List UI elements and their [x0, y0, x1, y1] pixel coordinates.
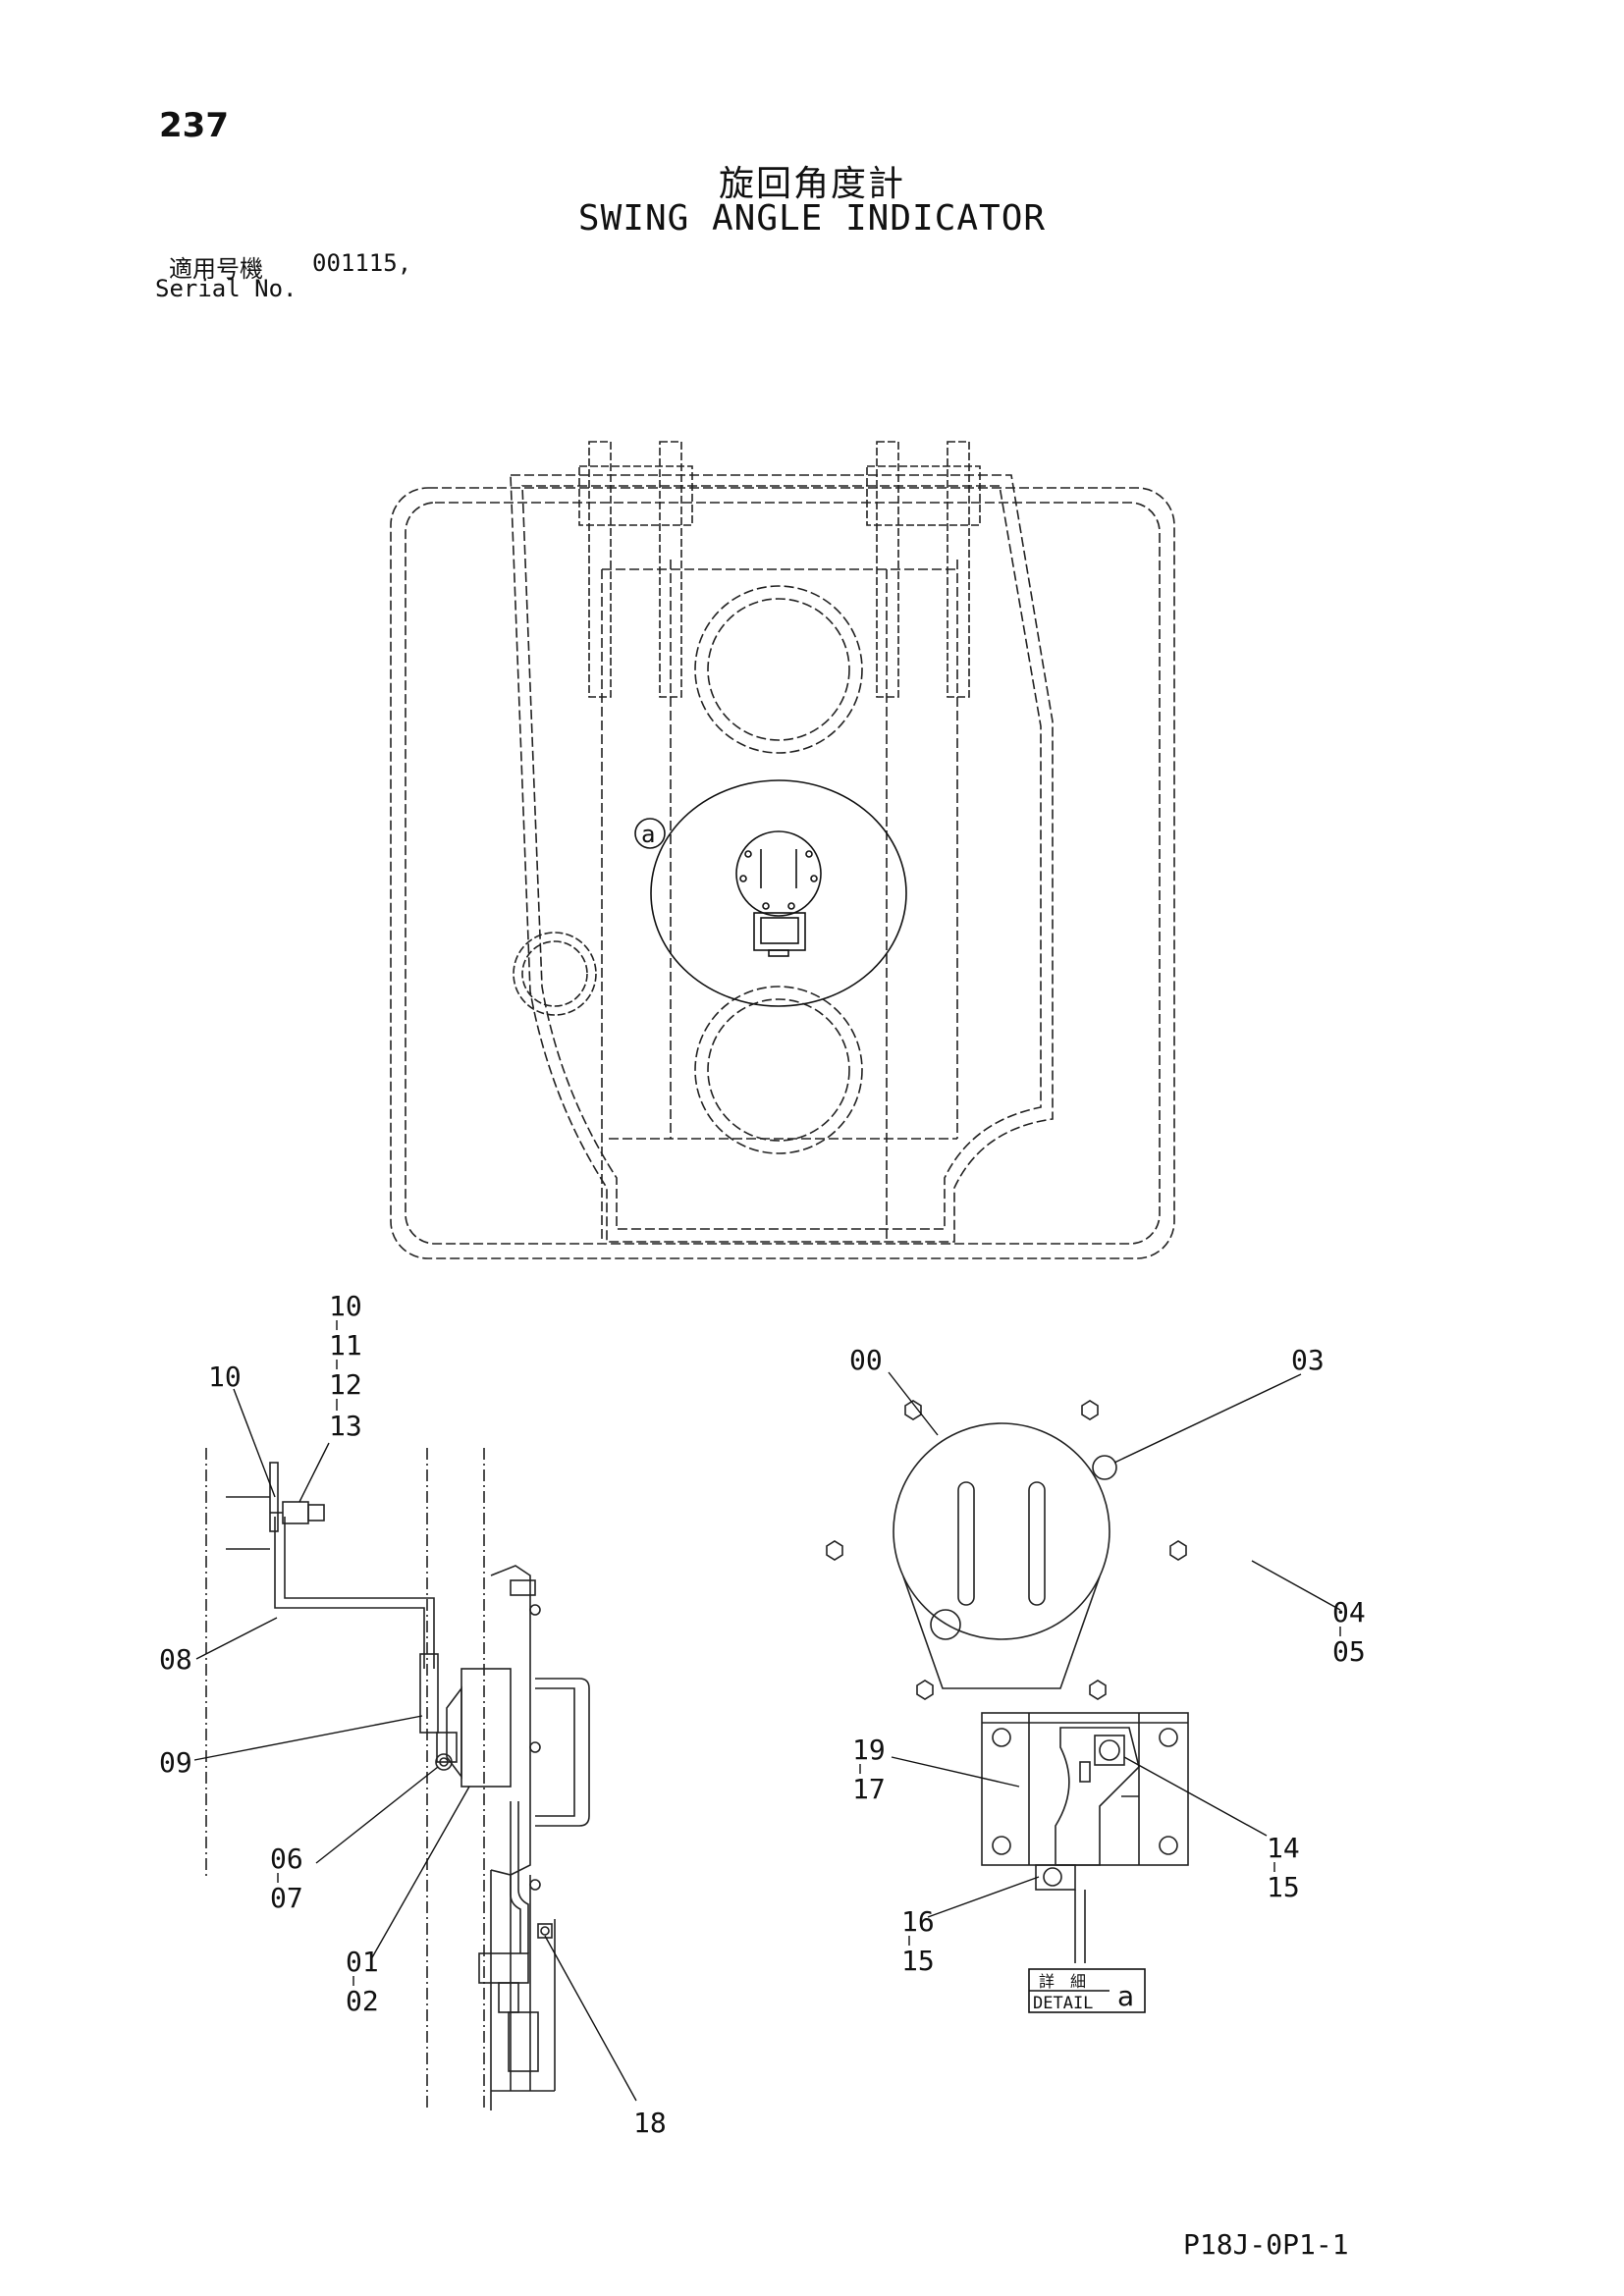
opening-small-outer — [513, 932, 597, 1016]
callout-14: 14 — [1267, 1832, 1300, 1864]
callout-06: 06 — [270, 1842, 303, 1875]
serial-label-english: Serial No. — [155, 275, 298, 302]
callout-labels: 10 11 12 13 10 08 09 06 07 01 02 18 00 0… — [159, 821, 1366, 2139]
callout-09: 09 — [159, 1746, 192, 1779]
detail-a-view — [826, 1400, 1189, 1963]
boom-bracket-2 — [659, 441, 682, 698]
center-frame-inner — [521, 485, 1042, 1230]
bolt-large — [930, 1609, 961, 1640]
boom-pin-right — [866, 465, 981, 526]
page-title-english: SWING ANGLE INDICATOR — [577, 198, 1047, 239]
callout-05: 05 — [1332, 1635, 1366, 1668]
callout-01: 01 — [346, 1946, 379, 1978]
callout-18: 18 — [633, 2107, 667, 2139]
housing-09 — [419, 1653, 439, 1734]
boom-bracket-1 — [588, 441, 612, 698]
callout-03: 03 — [1291, 1344, 1325, 1376]
page-title-japanese: 旋回角度計 — [718, 164, 905, 204]
opening-upper-inner — [707, 598, 850, 741]
base-bracket-19 — [981, 1712, 1189, 1866]
frame-outer — [390, 487, 1175, 1259]
slot-right — [1028, 1481, 1046, 1606]
page-number: 237 — [159, 106, 229, 145]
callout-10: 10 — [208, 1361, 242, 1393]
bolt-06 — [435, 1753, 453, 1771]
upper-structure-top-view — [390, 441, 1175, 1259]
side-view — [205, 1448, 590, 2110]
opening-lower-outer — [694, 986, 863, 1154]
callout-00: 00 — [849, 1344, 883, 1376]
detail-label-jp: 詳 細 — [1039, 1972, 1086, 1991]
housing-flange — [460, 1668, 512, 1788]
callout-19: 19 — [852, 1734, 886, 1766]
detail-label-marker: a — [1117, 1980, 1134, 2012]
callout-12: 12 — [329, 1368, 362, 1401]
slot-left — [957, 1481, 975, 1606]
callout-08: 08 — [159, 1643, 192, 1676]
callout-11: 11 — [329, 1329, 362, 1362]
connector — [478, 1952, 529, 1984]
bracket-08 — [274, 1517, 435, 1669]
leader-lines — [193, 1371, 1341, 2102]
callout-15: 15 — [1267, 1871, 1300, 1903]
serial-label-japanese: 適用号機 — [169, 255, 263, 283]
boom-bracket-4 — [947, 441, 970, 698]
indicator-body — [446, 1685, 462, 1780]
bolt-03 — [1092, 1455, 1117, 1480]
callout-02: 02 — [346, 1985, 379, 2017]
clip-18 — [537, 1923, 553, 1939]
detail-a-marker: a — [641, 821, 655, 848]
opening-upper-outer — [694, 585, 863, 754]
bolt-10 — [270, 1501, 325, 1524]
callout-10-stack: 10 — [329, 1290, 362, 1322]
sensor-nut-14 — [1094, 1735, 1125, 1766]
swing-angle-indicator-small — [735, 830, 822, 957]
serial-value: 001115, — [312, 249, 412, 277]
opening-lower-inner — [707, 998, 850, 1142]
cable — [510, 1801, 521, 1953]
u-bracket — [535, 1678, 590, 1827]
frame-inner — [405, 502, 1161, 1245]
callout-17: 17 — [852, 1773, 886, 1805]
callout-07: 07 — [270, 1882, 303, 1914]
callout-13: 13 — [329, 1410, 362, 1442]
hex-bolts — [826, 1400, 1187, 1700]
flange-plate — [490, 1565, 531, 1876]
document-code: P18J-0P1-1 — [1183, 2228, 1349, 2261]
boom-bracket-3 — [876, 441, 899, 698]
detail-a-marker-circle — [634, 818, 666, 849]
opening-small-inner — [521, 940, 588, 1007]
detail-label-en: DETAIL — [1033, 1994, 1093, 2013]
callout-15-lower: 15 — [901, 1945, 935, 1977]
sensor-body — [1055, 1727, 1140, 1866]
boom-pin-left — [578, 465, 693, 526]
bracket-block — [269, 1462, 279, 1532]
callout-ticks — [277, 1320, 1341, 1986]
callout-04: 04 — [1332, 1596, 1366, 1629]
indicator-disk-00 — [893, 1422, 1110, 1640]
detail-a-ellipse — [650, 779, 907, 1007]
center-frame — [510, 474, 1054, 1243]
callout-16: 16 — [901, 1905, 935, 1938]
detail-label-box: 詳 細 DETAIL a — [1028, 1968, 1146, 2013]
